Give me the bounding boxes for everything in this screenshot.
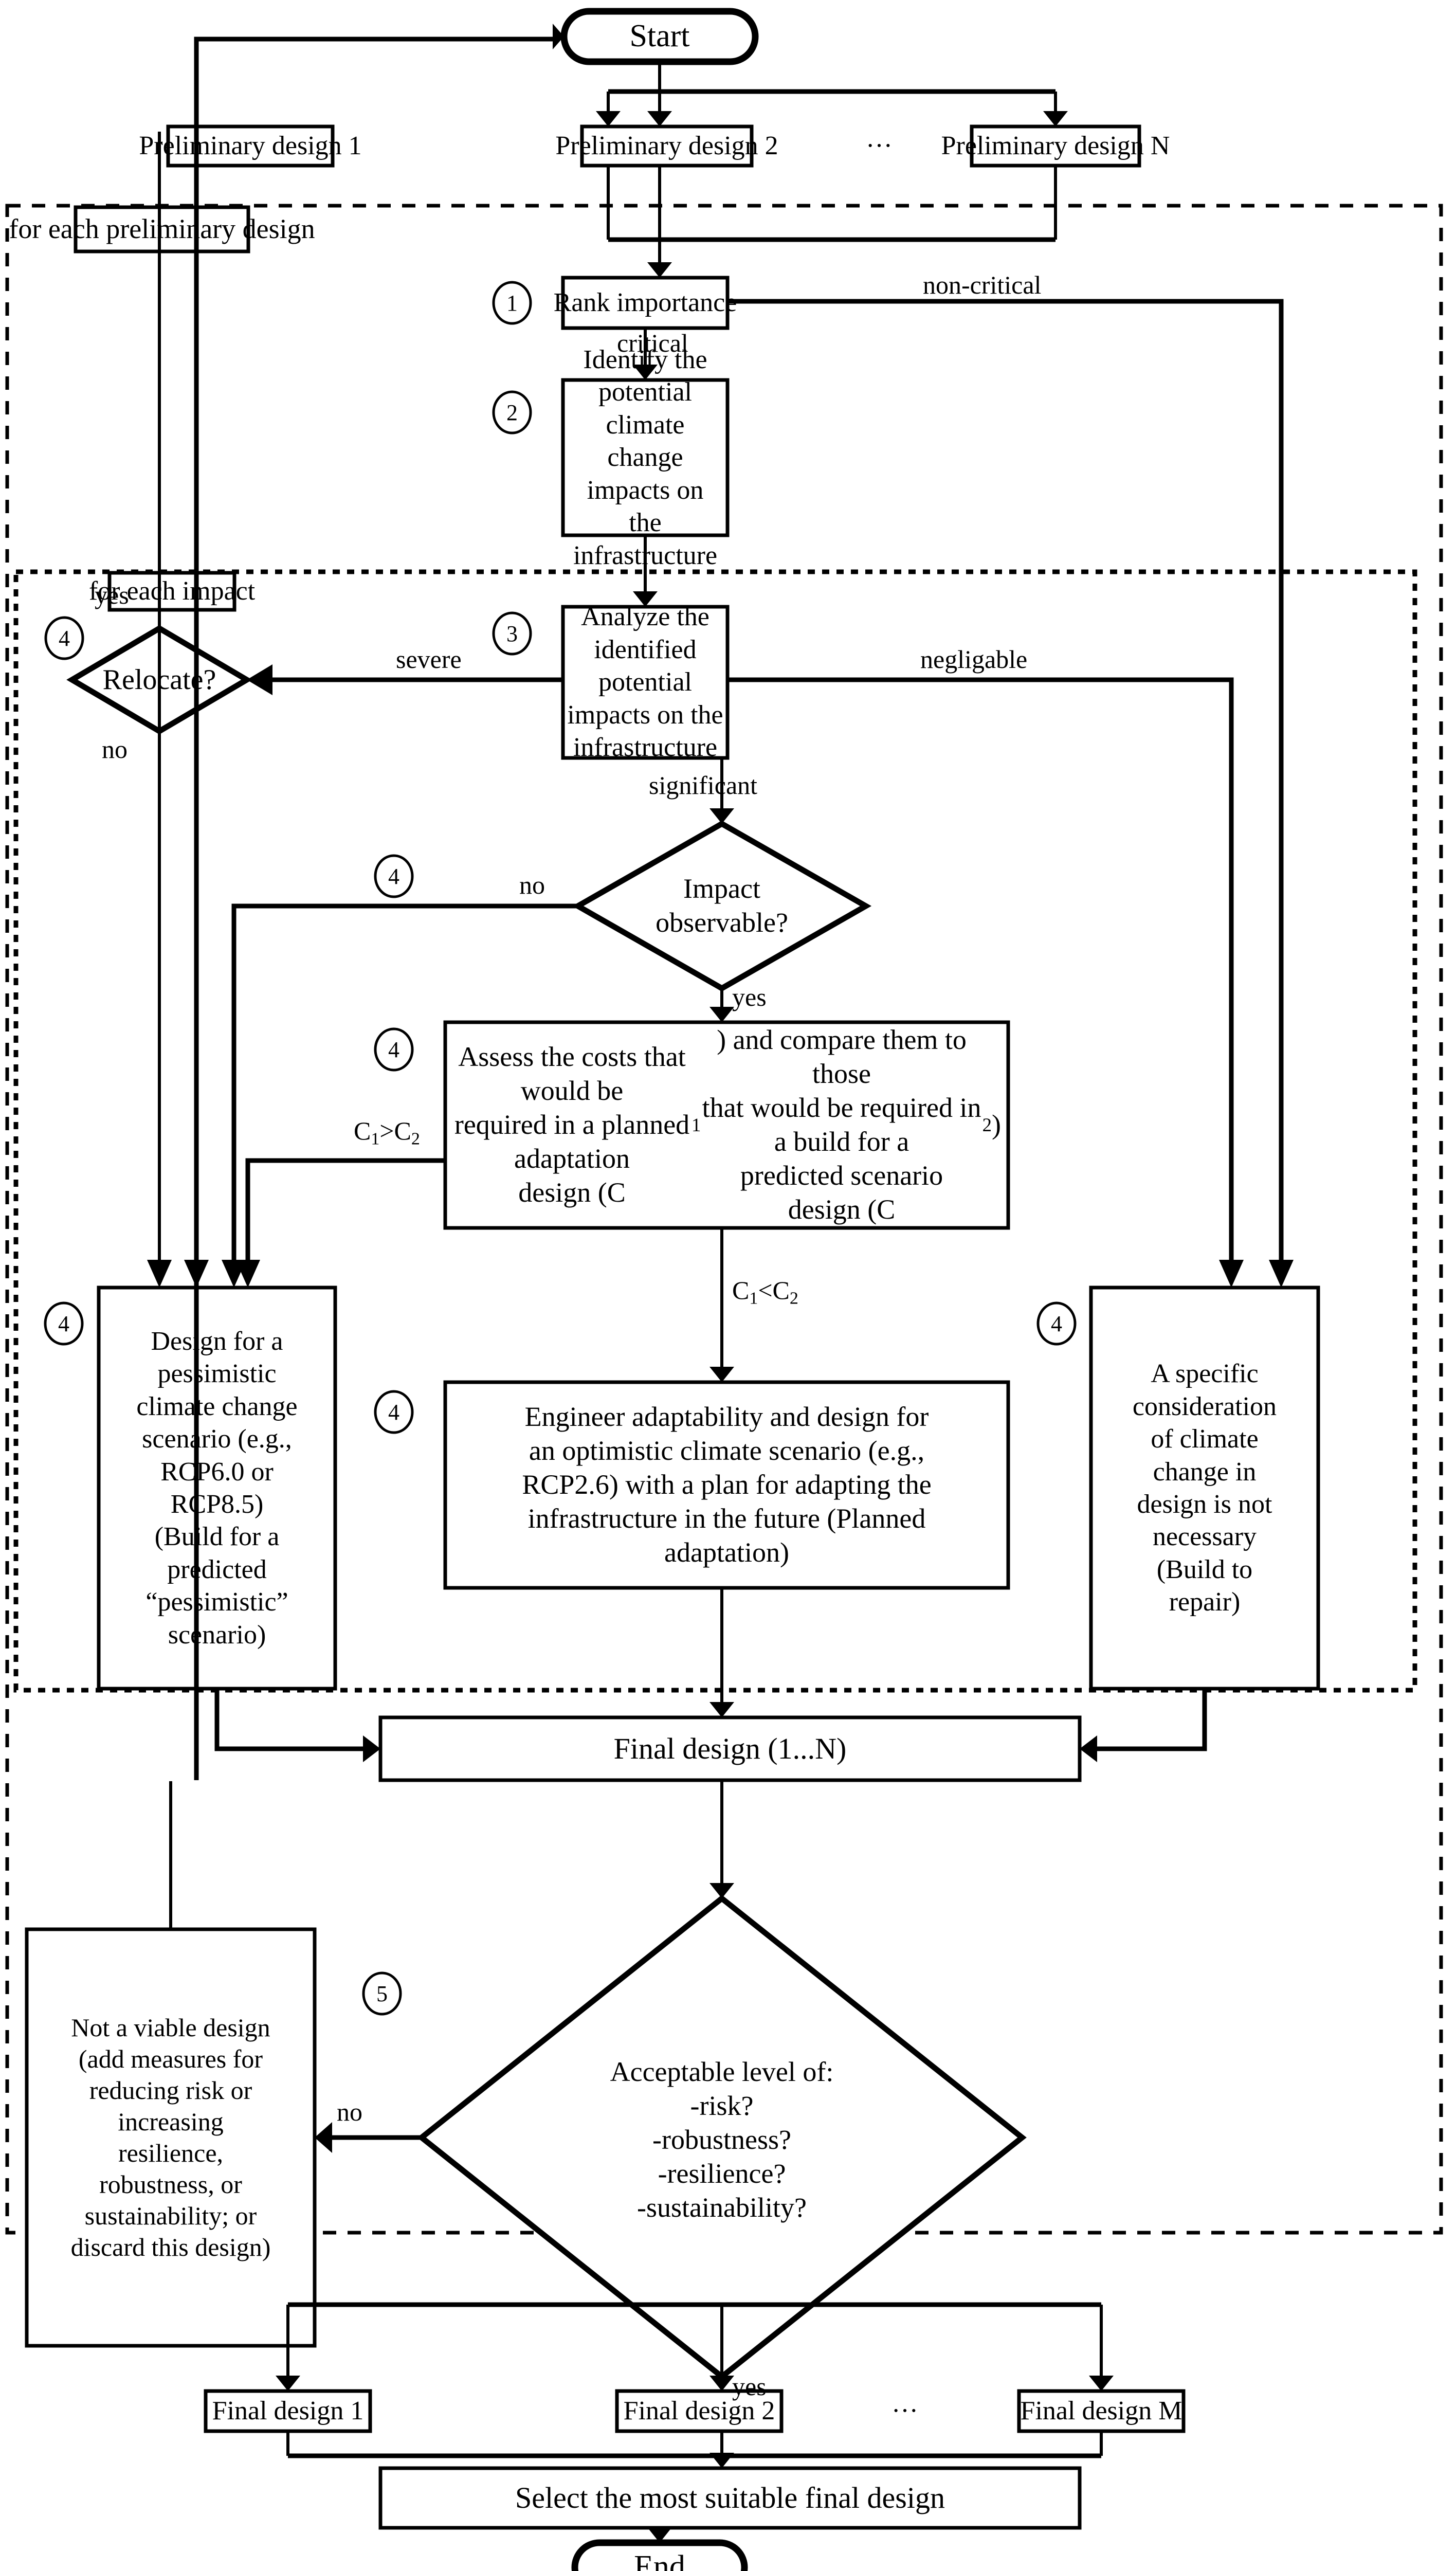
step-4-pessimistic-circle — [44, 1301, 84, 1346]
step-4-norequire-circle — [1036, 1301, 1077, 1346]
end-node-shape[interactable] — [571, 2539, 748, 2571]
edge-rank-to-identify — [633, 328, 658, 380]
final-design-2-shape[interactable] — [615, 2389, 784, 2433]
engineer-adaptability-shape[interactable] — [443, 1380, 1010, 1590]
edge-engineer-to-final — [709, 1588, 734, 1717]
final-design-n-shape[interactable] — [378, 1715, 1082, 1782]
edge-finals-merge-select — [286, 2431, 1103, 2468]
step-4-observable-circle — [374, 854, 414, 898]
final-design-m-shape[interactable] — [1017, 2389, 1186, 2433]
not-viable-design-shape[interactable] — [25, 1927, 317, 2348]
step-5-circle — [362, 1971, 402, 2016]
edge-rank-noncritical — [727, 299, 1294, 1288]
preliminary-design-1-shape[interactable] — [166, 124, 335, 168]
edge-pessimistic-to-final — [214, 1689, 380, 1762]
edge-left-rail-to-pessimistic — [184, 1260, 209, 1288]
start-node-shape[interactable] — [560, 8, 759, 65]
preliminary-design-n-shape[interactable] — [970, 124, 1141, 168]
identify-impacts-shape[interactable] — [561, 378, 730, 537]
edge-assess-cost-less — [709, 1228, 734, 1382]
step-4-engineer-circle — [374, 1390, 414, 1434]
edge-analyze-negligable — [727, 677, 1244, 1288]
step-4-assess-circle — [374, 1027, 414, 1072]
group-for-each-impact-boundary — [13, 569, 1417, 1693]
edge-feedback-to-start — [194, 24, 564, 1780]
edge-observable-yes — [709, 988, 734, 1022]
assess-costs-shape[interactable] — [443, 1020, 1010, 1230]
edge-noconsideration-to-final — [1080, 1689, 1207, 1762]
edge-assess-cost-greater — [235, 1158, 445, 1288]
edge-final-to-acceptable — [709, 1780, 734, 1898]
rank-importance-shape[interactable] — [561, 276, 730, 330]
group-label-impact-box — [107, 571, 236, 612]
final-design-1-shape[interactable] — [204, 2389, 372, 2433]
edge-acceptable-yes-split — [276, 2302, 1114, 2391]
edge-analyze-severe-relocate — [247, 664, 563, 695]
no-consideration-shape[interactable] — [1089, 1286, 1320, 1691]
analyze-impacts-shape[interactable] — [561, 605, 730, 760]
edge-select-to-end — [647, 2527, 672, 2543]
edge-preliminary-merge — [607, 166, 1057, 278]
edge-identify-to-analyze — [633, 535, 658, 607]
step-3-circle — [492, 611, 532, 656]
edge-analyze-significant — [709, 758, 734, 824]
select-final-design-shape[interactable] — [378, 2466, 1082, 2530]
edge-relocate-no — [147, 731, 172, 1288]
design-pessimistic-shape[interactable] — [97, 1286, 337, 1691]
step-1-circle — [492, 281, 532, 325]
edge-acceptable-no — [315, 2122, 422, 2153]
preliminary-design-2-shape[interactable] — [580, 124, 754, 168]
group-label-preliminary-box — [74, 205, 250, 254]
impact-observable-decision-shape[interactable] — [572, 820, 872, 992]
step-2-circle — [492, 390, 532, 434]
step-4-relocate-circle — [44, 616, 84, 660]
edge-start-to-preliminary-split — [596, 62, 1068, 126]
